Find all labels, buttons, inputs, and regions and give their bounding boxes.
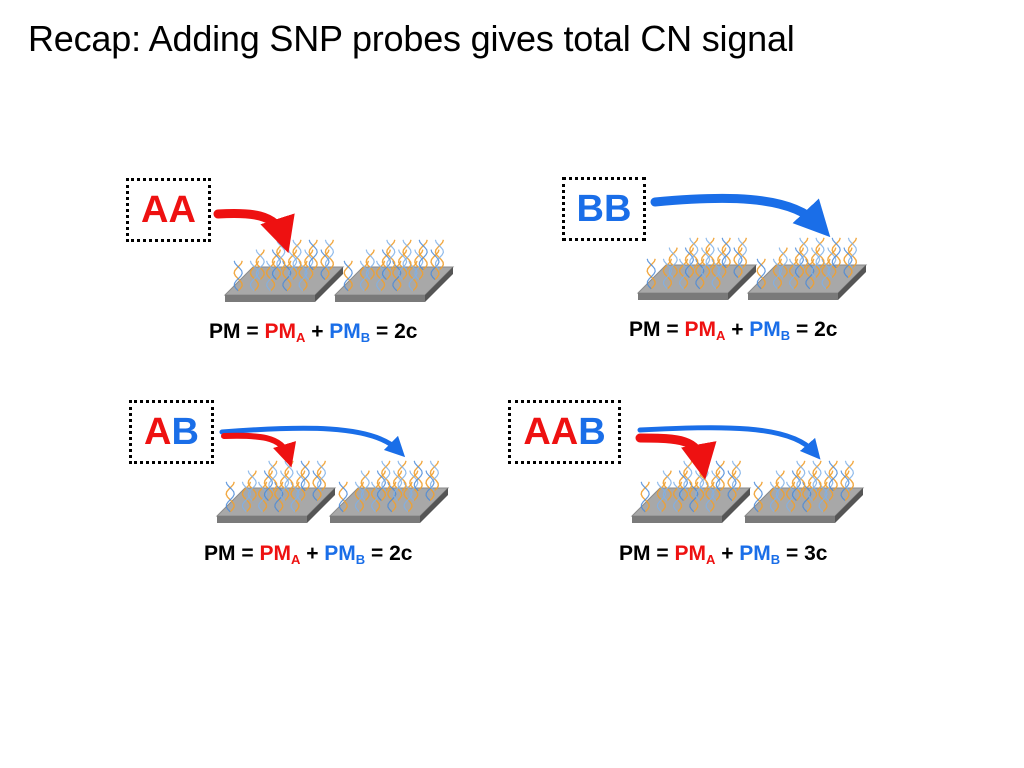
formula-bb: PM = PMA + PMB = 2c — [629, 318, 838, 343]
chip-bb-right — [746, 237, 868, 300]
panel-bb-graphics — [636, 193, 868, 300]
chip-bb-left — [636, 237, 758, 300]
genotype-allele-a: AA — [523, 410, 579, 453]
panel-aa-graphics — [213, 208, 455, 302]
genotype-allele-b: BB — [576, 187, 632, 230]
pm-a-term: PMA — [264, 320, 306, 345]
chip-ab-right — [328, 460, 450, 523]
chip-aab-right — [743, 460, 865, 523]
arrow-ab-blue — [219, 425, 406, 458]
arrow-aa-red — [213, 208, 295, 254]
genotype-allele-b: B — [171, 410, 199, 453]
pm-b-term: PMB — [749, 318, 791, 343]
pm-b-term: PMB — [739, 542, 781, 567]
genotype-allele-b: B — [578, 410, 606, 453]
pm-a-term: PMA — [259, 542, 301, 567]
genotype-box-bb: BB — [562, 177, 646, 241]
pm-a-term: PMA — [684, 318, 726, 343]
pm-b-term: PMB — [329, 320, 371, 345]
chip-ab-left — [215, 460, 337, 523]
genotype-box-aa: AA — [126, 178, 211, 242]
chip-aa-left — [223, 239, 345, 302]
pm-a-term: PMA — [674, 542, 716, 567]
panel-aab-graphics — [630, 425, 865, 523]
arrow-aab-red — [635, 433, 717, 480]
formula-aa: PM = PMA + PMB = 2c — [209, 320, 418, 345]
arrow-bb-blue — [650, 193, 831, 238]
slide-title: Recap: Adding SNP probes gives total CN … — [28, 18, 795, 59]
formula-aab: PM = PMA + PMB = 3c — [619, 542, 828, 567]
pm-b-term: PMB — [324, 542, 366, 567]
genotype-allele-a: AA — [141, 188, 196, 231]
arrow-ab-red — [221, 432, 297, 468]
chip-aa-right — [333, 239, 455, 302]
chip-aab-left — [630, 460, 752, 523]
genotype-allele-a: A — [144, 410, 172, 453]
panel-ab-graphics — [215, 425, 450, 523]
arrow-aab-blue — [637, 425, 821, 460]
formula-ab: PM = PMA + PMB = 2c — [204, 542, 413, 567]
